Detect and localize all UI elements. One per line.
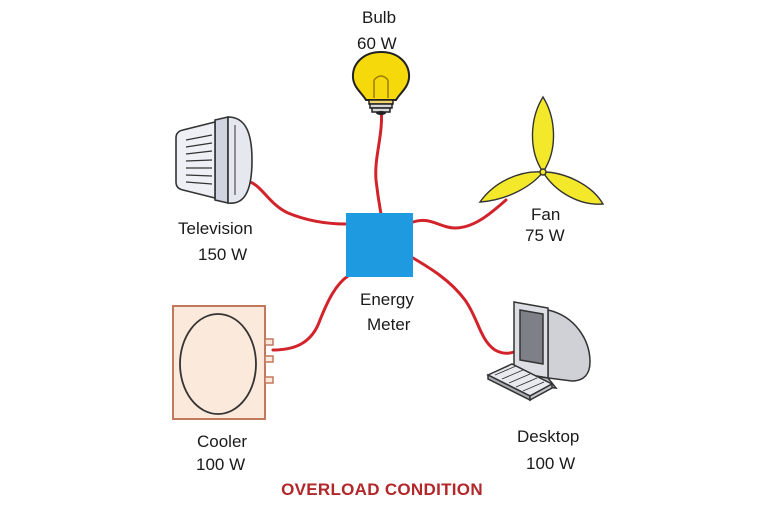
- cooler-name-label: Cooler: [197, 432, 248, 451]
- desktop-power-label: 100 W: [526, 454, 576, 473]
- fan-power-label: 75 W: [525, 226, 565, 245]
- wire-desktop: [411, 256, 516, 355]
- wire-television: [248, 180, 348, 226]
- energy-meter-label-line2: Meter: [367, 315, 411, 334]
- cooler-icon: [172, 305, 274, 420]
- energy-meter-box: [346, 213, 413, 277]
- fan-name-label: Fan: [531, 205, 561, 224]
- fan-icon: [478, 95, 605, 205]
- energy-meter-label-line1: Energy: [360, 290, 414, 309]
- wire-bulb: [374, 103, 384, 216]
- television-name-label: Television: [178, 219, 253, 238]
- wire-fan: [411, 198, 508, 230]
- light-bulb-icon: [351, 50, 411, 115]
- wire-cooler: [271, 274, 350, 352]
- cooler-power-label: 100 W: [196, 455, 246, 474]
- television-icon: [175, 115, 253, 205]
- bulb-power-label: 60 W: [357, 34, 397, 53]
- bulb-name-label: Bulb: [362, 8, 397, 27]
- diagram-title: OVERLOAD CONDITION: [281, 480, 483, 499]
- desktop-computer-icon: [486, 301, 591, 402]
- television-power-label: 150 W: [198, 245, 248, 264]
- desktop-name-label: Desktop: [517, 427, 580, 446]
